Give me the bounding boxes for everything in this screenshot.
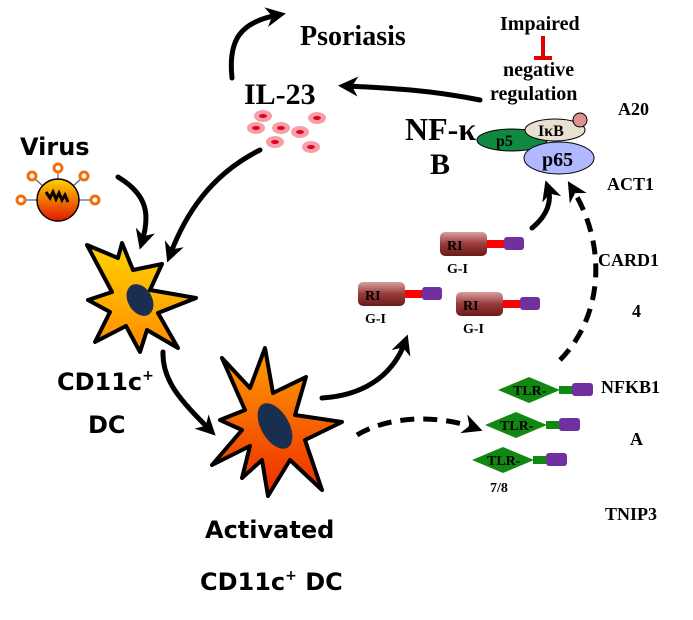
svg-text:RI: RI: [447, 239, 463, 254]
rigi-receptor: RI G-I: [358, 282, 442, 327]
svg-text:RI: RI: [365, 289, 381, 304]
svg-text:G-I: G-I: [463, 322, 484, 337]
psoriasis-label: Psoriasis: [300, 21, 406, 52]
inhibit-arrow: [534, 36, 552, 60]
gene-a20: A20: [618, 99, 649, 119]
activated-dendritic-cell: [210, 346, 344, 498]
virus-icon: [15, 162, 101, 222]
arrow-rigi-to-nfkb: [529, 180, 562, 231]
arrow-activated-to-rigi: [319, 334, 411, 401]
svg-text:7/8: 7/8: [490, 481, 508, 496]
regulation-label: regulation: [490, 83, 577, 105]
cytokine-dot-cores: [252, 114, 321, 149]
dendritic-cell: [85, 241, 198, 354]
tlr78-receptor: TLR-: [498, 377, 593, 403]
gene-act1: ACT1: [607, 174, 654, 194]
ikb-protein: [524, 118, 586, 142]
svg-text:TLR-: TLR-: [500, 419, 534, 434]
il23-label: IL-23: [244, 78, 316, 111]
ikb-label: IκB: [538, 123, 564, 140]
ikb-label-cont: B: [553, 123, 564, 140]
dc-label: CD11c+: [57, 368, 154, 396]
arrow-il23-to-dc: [164, 147, 263, 263]
gene-tnip3: TNIP3: [605, 504, 657, 524]
tlr78-receptor: TLR- 7/8: [472, 447, 567, 496]
p65-label-cont: 5: [563, 149, 573, 171]
activated-label: Activated: [205, 516, 334, 544]
arrow-il23-to-psoriasis: [228, 7, 286, 81]
negative-label: negative: [503, 59, 574, 81]
svg-text:G-I: G-I: [447, 262, 468, 277]
gene-card14: CARD1: [598, 250, 659, 270]
dashed-arrow-tlr-to-nfkb: [558, 181, 599, 362]
gene-nfkb1a-cont: A: [630, 429, 643, 449]
psoriasis-label-cont: sis: [376, 21, 406, 52]
nfkb-label: NF-κ: [405, 111, 476, 147]
p65-protein: [523, 141, 595, 175]
dashed-arrow-activated-to-tlr: [355, 414, 483, 438]
gene-nfkb1a: NFKB1: [601, 377, 660, 397]
activated-label-cont: CD11c+ DC: [200, 568, 343, 596]
arrow-dc-to-activated: [160, 349, 216, 436]
svg-text:G-I: G-I: [365, 312, 386, 327]
nfkb-label-cont: B: [430, 148, 450, 181]
svg-text:RI: RI: [463, 299, 479, 314]
arrow-nfkb-to-il23: [338, 76, 483, 103]
arrow-virus-to-dc: [115, 174, 155, 250]
tlr78-receptor: TLR-: [485, 412, 580, 438]
svg-text:TLR-: TLR-: [487, 454, 521, 469]
phosphate-icon: [572, 112, 588, 128]
dc-label-cont: DC: [88, 411, 126, 439]
svg-text:TLR-: TLR-: [513, 384, 547, 399]
p65-label: p65: [542, 149, 573, 171]
virus-label: Virus: [20, 133, 90, 161]
p50-label: p5: [496, 133, 513, 150]
rigi-receptor: RI G-I: [456, 292, 540, 337]
impaired-label: Impaired: [500, 13, 580, 35]
rigi-receptor: RI G-I: [440, 232, 524, 277]
gene-card14-cont: 4: [632, 301, 641, 321]
